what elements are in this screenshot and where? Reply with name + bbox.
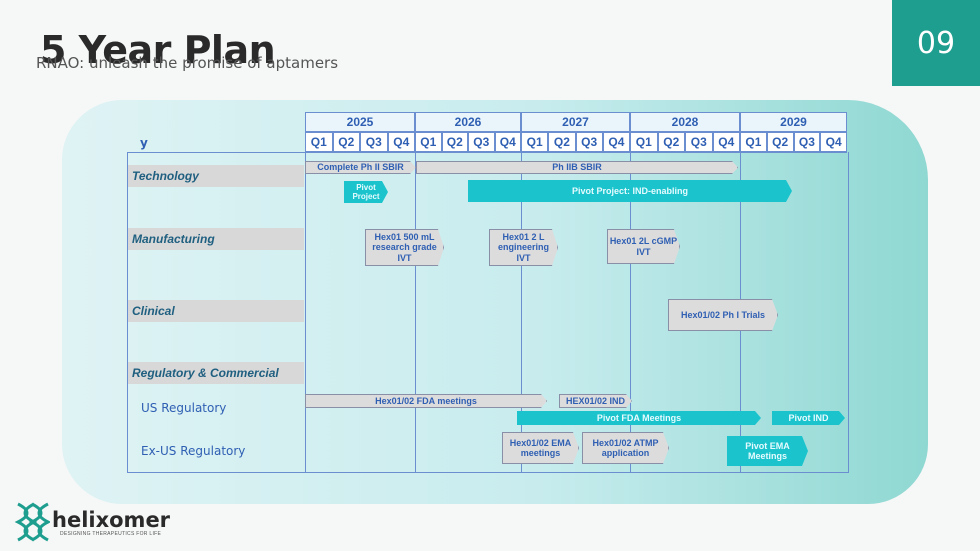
bar-pivot-ind: Pivot IND bbox=[772, 411, 845, 425]
year-divider bbox=[630, 152, 631, 472]
quarter-header: Q4 bbox=[712, 132, 740, 152]
bar-fda-meetings: Hex01/02 FDA meetings bbox=[305, 394, 547, 408]
timeline-grid bbox=[305, 152, 849, 473]
row-us-regulatory: US Regulatory bbox=[141, 401, 227, 415]
slide-number-badge: 09 bbox=[892, 0, 980, 86]
quarter-header: Q4 bbox=[820, 132, 847, 152]
year-header: 2026 bbox=[415, 112, 521, 132]
category-regulatory: Regulatory & Commercial bbox=[128, 362, 304, 384]
bar-pivot-project: Pivot Project bbox=[344, 181, 388, 203]
bar-pivot-ind-enabling: Pivot Project: IND-enabling bbox=[468, 180, 792, 202]
quarter-header: Q2 bbox=[332, 132, 360, 152]
bar-pivot-ema-meetings: Pivot EMA Meetings bbox=[727, 436, 808, 466]
bar-ema-meetings: Hex01/02 EMA meetings bbox=[502, 432, 579, 464]
year-header: 2028 bbox=[630, 112, 740, 132]
quarter-header: Q4 bbox=[494, 132, 521, 152]
bar-ph2-sbir: Complete Ph II SBIR bbox=[305, 161, 416, 174]
quarter-header: Q2 bbox=[441, 132, 468, 152]
year-header: 2025 bbox=[305, 112, 415, 132]
quarter-header: Q1 bbox=[305, 132, 333, 152]
quarter-header: Q3 bbox=[575, 132, 603, 152]
bar-hex01-2l-cgmp: Hex01 2L cGMP IVT bbox=[607, 229, 680, 264]
quarter-header: Q3 bbox=[360, 132, 388, 152]
category-technology: Technology bbox=[128, 165, 304, 187]
year-header: 2029 bbox=[740, 112, 847, 132]
bar-hex01-500ml: Hex01 500 mL research grade IVT bbox=[365, 229, 444, 266]
brand-name: helixomer bbox=[52, 508, 171, 532]
grid-top-line bbox=[127, 152, 847, 153]
quarter-header: Q1 bbox=[740, 132, 767, 152]
category-manufacturing: Manufacturing bbox=[128, 228, 304, 250]
row-exus-regulatory: Ex-US Regulatory bbox=[141, 444, 246, 458]
quarter-header: Q4 bbox=[602, 132, 630, 152]
brand-tagline: DESIGNING THERAPEUTICS FOR LIFE bbox=[60, 531, 162, 537]
quarter-header: Q2 bbox=[657, 132, 685, 152]
bar-ph1-trials: Hex01/02 Ph I Trials bbox=[668, 299, 778, 331]
quarter-header: Q3 bbox=[685, 132, 713, 152]
quarter-header: Q4 bbox=[387, 132, 415, 152]
bar-pivot-fda-meetings: Pivot FDA Meetings bbox=[517, 411, 761, 425]
year-divider bbox=[415, 152, 416, 472]
slide-title: 5 Year Plan bbox=[40, 28, 276, 72]
category-clinical: Clinical bbox=[128, 300, 304, 322]
bar-hex01-2l-engineering: Hex01 2 L engineering IVT bbox=[489, 229, 558, 266]
quarter-header: Q1 bbox=[521, 132, 549, 152]
corner-label: y bbox=[140, 136, 148, 150]
bar-hex-ind: HEX01/02 IND bbox=[559, 394, 632, 408]
quarter-header: Q2 bbox=[766, 132, 794, 152]
quarter-header: Q3 bbox=[468, 132, 495, 152]
quarter-header: Q2 bbox=[548, 132, 576, 152]
year-header: 2027 bbox=[521, 112, 630, 132]
bar-ph2b-sbir: Ph IIB SBIR bbox=[416, 161, 738, 174]
label-column bbox=[127, 152, 306, 473]
slide-subtitle: RNAO: unleash the promise of aptamers bbox=[36, 54, 339, 72]
helixomer-logo-icon bbox=[14, 502, 50, 542]
quarter-header: Q1 bbox=[630, 132, 658, 152]
quarter-header: Q3 bbox=[793, 132, 821, 152]
bar-atmp-application: Hex01/02 ATMP application bbox=[582, 432, 669, 464]
year-divider bbox=[521, 152, 522, 472]
quarter-header: Q1 bbox=[415, 132, 442, 152]
